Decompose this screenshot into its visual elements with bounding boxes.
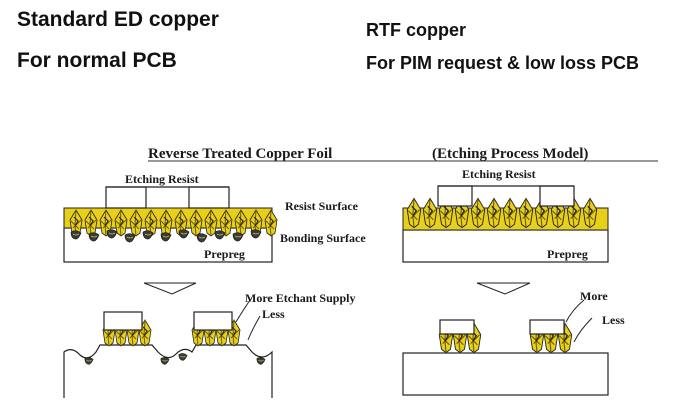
prepreg-label-left: Prepreg: [204, 247, 245, 261]
less-label-left: Less: [262, 307, 285, 321]
etched-substrate-left: [63, 344, 273, 398]
process-arrow-right: [476, 282, 531, 295]
etching-resist-label-left: Etching Resist: [125, 172, 199, 186]
resist-block-bottom-left-2: [193, 311, 233, 331]
etched-substrate-right: [402, 352, 609, 396]
bonding-surface-label: Bonding Surface: [280, 231, 366, 245]
resist-surface-label: Resist Surface: [285, 199, 359, 213]
standard-ed-copper-title: Standard ED copper: [17, 8, 219, 31]
less-label-right: Less: [602, 313, 625, 327]
prepreg-block-right: [402, 229, 609, 263]
more-etchant-supply-label: More Etchant Supply: [245, 291, 355, 305]
diagram-subtitle: (Etching Process Model): [432, 146, 588, 162]
etching-resist-block-left-1: [105, 186, 147, 209]
etching-resist-block-right-2: [539, 185, 575, 207]
etching-resist-label-right: Etching Resist: [462, 167, 536, 181]
left-bottom-panel: More Etchant Supply Less: [63, 291, 355, 398]
normal-pcb-subtitle: For normal PCB: [17, 49, 177, 72]
right-top-panel: Etching Resist Prepreg: [402, 167, 609, 263]
process-arrow-left: [143, 282, 197, 295]
etching-resist-block-right-1: [437, 185, 473, 207]
resist-block-bottom-left-1: [103, 311, 143, 331]
resist-block-bottom-right-2: [529, 319, 565, 335]
more-label-right: More: [580, 289, 608, 303]
resist-block-bottom-right-1: [439, 319, 475, 335]
pim-low-loss-subtitle: For PIM request & low loss PCB: [366, 53, 640, 73]
right-bottom-panel: More Less: [402, 289, 625, 396]
rtf-copper-title: RTF copper: [366, 20, 467, 40]
prepreg-label-right: Prepreg: [547, 247, 588, 261]
left-top-panel: Etching Resist Prepreg Resist Surface Bo…: [63, 172, 366, 263]
etching-resist-block-left-2: [188, 186, 230, 209]
diagram-title: Reverse Treated Copper Foil: [148, 146, 332, 162]
